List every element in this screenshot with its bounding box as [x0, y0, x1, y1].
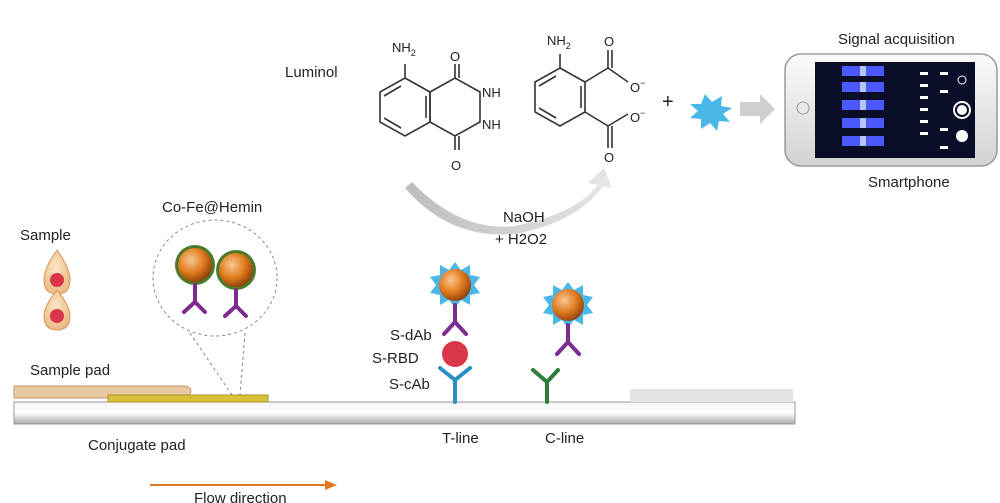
test-strip: Sample pad Conjugate pad: [13, 362, 796, 454]
svg-text:NH: NH: [482, 85, 501, 100]
naoh-label: NaOH: [503, 209, 545, 226]
sample: Sample: [20, 227, 71, 331]
svg-text:O: O: [451, 158, 461, 173]
control-antibody-icon: [531, 368, 560, 404]
backing-card: [13, 401, 796, 425]
svg-text:O: O: [604, 34, 614, 49]
c-line-complex: C-line: [531, 282, 593, 447]
hemin-nanoparticle: [175, 245, 256, 290]
t-line-complex: S-dAb S-RBD S-cAb T-line: [372, 262, 480, 447]
phone-test-strips: [842, 66, 884, 146]
sample-drop-icon: [43, 249, 71, 331]
s-cab-label: S-cAb: [389, 376, 430, 393]
smartphone-label: Smartphone: [868, 174, 950, 191]
detection-antibody-icon: [182, 283, 248, 318]
conjugate-pad-label: Conjugate pad: [88, 437, 186, 454]
svg-text:NH2: NH2: [392, 40, 416, 58]
s-dab-label: S-dAb: [390, 327, 432, 344]
s-rbd-label: S-RBD: [372, 350, 419, 367]
svg-text:NH: NH: [482, 117, 501, 132]
luminol-label: Luminol: [285, 64, 338, 81]
phone-screen: [815, 62, 975, 158]
svg-text:O: O: [450, 49, 460, 64]
co-fe-hemin-conjugate: Co-Fe@Hemin: [152, 199, 278, 396]
flow-arrow-icon: [325, 480, 337, 490]
svg-text:NH2: NH2: [547, 33, 571, 51]
t-line-label: T-line: [442, 430, 479, 447]
c-line-label: C-line: [545, 430, 584, 447]
light-burst-icon: [690, 94, 732, 131]
s-dab-antibody-icon: [442, 303, 468, 336]
camera-controls: [920, 72, 971, 149]
co-fe-hemin-label: Co-Fe@Hemin: [162, 199, 262, 216]
aminophthalate-structure: NH2 O O− O− O: [534, 33, 645, 165]
luminol-reaction: Luminol NH2 O O NH NH: [285, 33, 775, 248]
signal-acquisition-label: Signal acquisition: [838, 31, 955, 48]
luminol-structure: NH2 O O NH NH: [379, 40, 501, 173]
svg-text:O: O: [604, 150, 614, 165]
absorbent-pad: [630, 389, 793, 402]
h2o2-label: + H2O2: [495, 231, 547, 248]
s-rbd-antigen-icon: [442, 341, 468, 367]
conjugate-pad: [107, 394, 269, 403]
flow-direction-label: Flow direction: [194, 490, 287, 503]
flow-direction: Flow direction: [150, 480, 337, 503]
smartphone: Signal acquisition: [784, 31, 998, 191]
plus-sign: +: [662, 91, 674, 113]
svg-text:O−: O−: [630, 108, 645, 125]
detection-antibody-icon: [555, 323, 581, 356]
sample-label: Sample: [20, 227, 71, 244]
svg-text:O−: O−: [630, 78, 645, 95]
reaction-arrow: [405, 168, 612, 235]
signal-arrow-icon: [740, 94, 775, 124]
sample-pad-label: Sample pad: [30, 362, 110, 379]
s-cab-antibody-icon: [438, 366, 472, 404]
